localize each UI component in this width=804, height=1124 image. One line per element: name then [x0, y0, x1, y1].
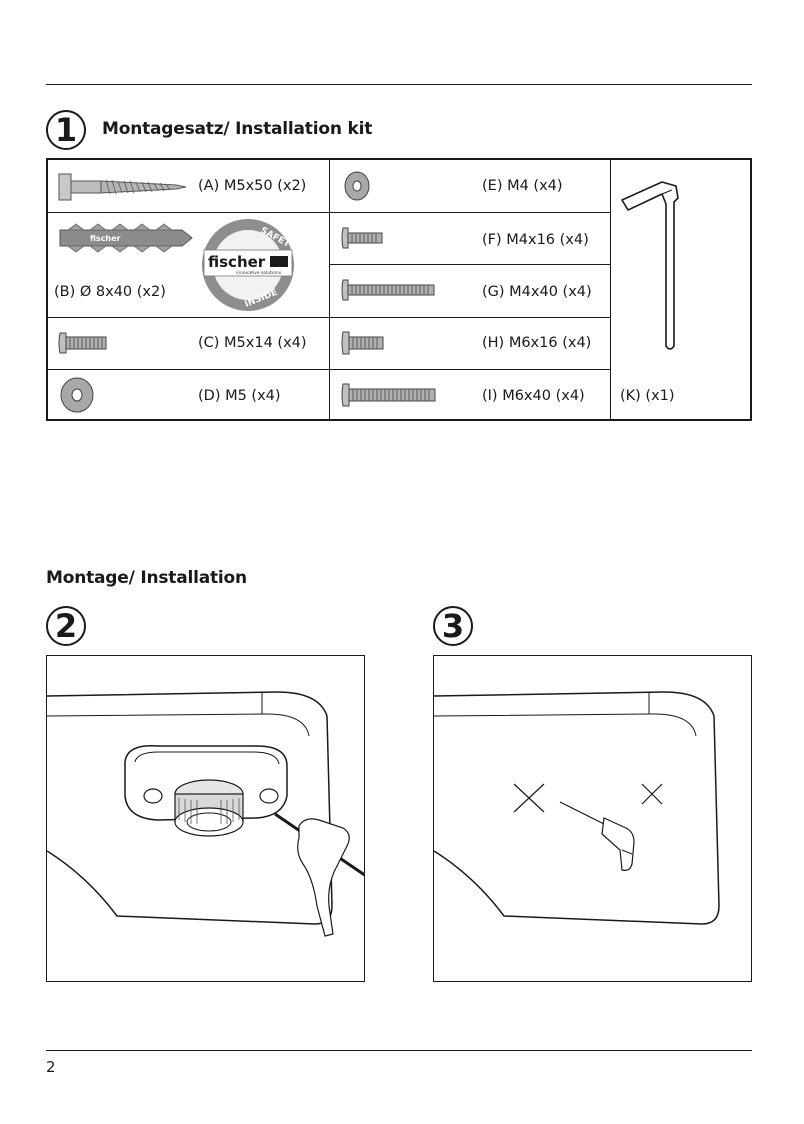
- fischer-safety-seal-logo: SAFETY INSIDE fischer innovative solutio…: [198, 216, 298, 314]
- table-divider: [329, 369, 610, 370]
- part-b-label: (B) Ø 8x40 (x2): [54, 284, 166, 300]
- table-divider: [329, 317, 610, 318]
- step-2-number: 2: [46, 606, 86, 646]
- top-rule: [46, 84, 752, 85]
- installation-kit-table: (A) M5x50 (x2) fischer (B) Ø 8x40 (x2) S…: [46, 158, 752, 421]
- screw-m4x40-icon: [341, 278, 441, 302]
- dowel-brand-print: fischer: [90, 234, 121, 243]
- part-i-label: (I) M6x40 (x4): [482, 388, 585, 404]
- screw-m6x40-icon: [341, 382, 441, 408]
- step-3-number: 3: [433, 606, 473, 646]
- part-e-label: (E) M4 (x4): [482, 178, 563, 194]
- hex-key-icon: [618, 176, 688, 356]
- table-divider: [48, 212, 329, 213]
- kit-heading: Montagesatz/ Installation kit: [102, 119, 372, 139]
- table-divider: [329, 212, 610, 213]
- wall-plug-icon: [58, 222, 198, 254]
- step-2-illustration: [46, 655, 365, 982]
- screw-m6x16-icon: [341, 330, 397, 356]
- part-a-label: (A) M5x50 (x2): [198, 178, 306, 194]
- step-3-illustration: [433, 655, 752, 982]
- svg-text:innovative solutions: innovative solutions: [236, 270, 282, 276]
- part-h-label: (H) M6x16 (x4): [482, 335, 591, 351]
- wood-screw-icon: [58, 172, 188, 202]
- svg-text:fischer: fischer: [208, 253, 266, 271]
- part-f-label: (F) M4x16 (x4): [482, 232, 589, 248]
- bottom-rule: [46, 1050, 752, 1051]
- washer-m5-icon: [58, 376, 98, 414]
- installation-heading: Montage/ Installation: [46, 568, 247, 588]
- table-divider: [48, 369, 329, 370]
- table-divider: [329, 160, 330, 419]
- part-d-label: (D) M5 (x4): [198, 388, 281, 404]
- page-number: 2: [46, 1058, 56, 1076]
- screw-m4x16-icon: [341, 226, 397, 250]
- table-divider: [329, 264, 610, 265]
- table-divider: [48, 317, 329, 318]
- part-g-label: (G) M4x40 (x4): [482, 284, 592, 300]
- washer-m4-icon: [341, 170, 375, 202]
- table-divider: [610, 160, 611, 419]
- step-1-number: 1: [46, 110, 86, 150]
- screw-m5x14-icon: [58, 330, 118, 356]
- part-k-label: (K) (x1): [620, 388, 675, 404]
- part-c-label: (C) M5x14 (x4): [198, 335, 307, 351]
